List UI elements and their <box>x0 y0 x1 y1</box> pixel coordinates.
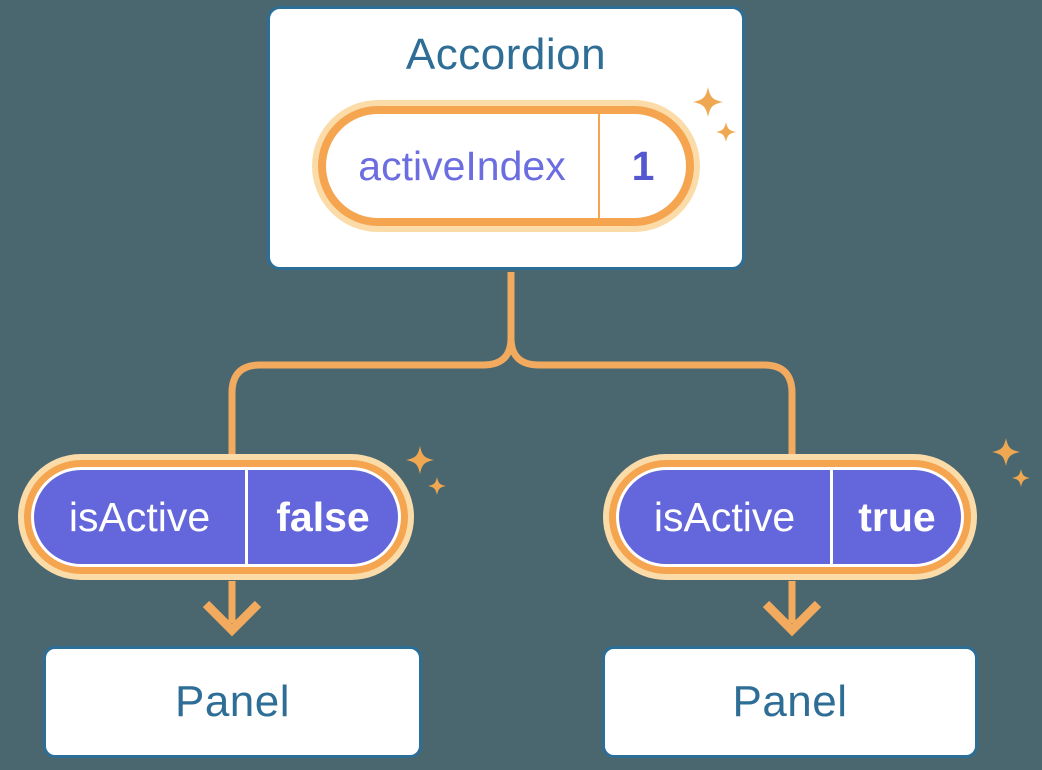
prop-pill-divider <box>245 470 248 564</box>
arrowhead-down-icon <box>762 600 822 637</box>
state-pill: activeIndex 1 <box>318 106 694 226</box>
state-pill-divider <box>598 114 600 218</box>
accordion-component-box: Accordion activeIndex 1 <box>267 6 745 270</box>
state-value: 1 <box>631 142 655 189</box>
connector-accordion-to-left-prop <box>228 272 515 455</box>
sparkle-icon <box>1012 469 1030 487</box>
arrowhead-down-icon <box>202 600 262 637</box>
panel-component-box: Panel <box>43 646 422 758</box>
accordion-title: Accordion <box>405 30 607 79</box>
prop-pill-isactive-false: isActive false <box>31 467 401 567</box>
state-name: activeIndex <box>358 142 566 189</box>
sparkle-icon <box>406 446 434 474</box>
panel-title: Panel <box>732 677 848 726</box>
connector-accordion-to-right-prop <box>507 272 796 455</box>
sparkle-icon <box>992 438 1020 466</box>
prop-pill-isactive-true: isActive true <box>616 467 964 567</box>
panel-component-box: Panel <box>602 646 978 758</box>
panel-title: Panel <box>174 677 291 726</box>
prop-pill-divider <box>830 470 833 564</box>
prop-name: isActive <box>68 493 211 540</box>
prop-value: true <box>858 493 936 540</box>
prop-value: false <box>276 493 370 540</box>
prop-name: isActive <box>653 493 796 540</box>
sparkle-icon <box>428 477 446 495</box>
